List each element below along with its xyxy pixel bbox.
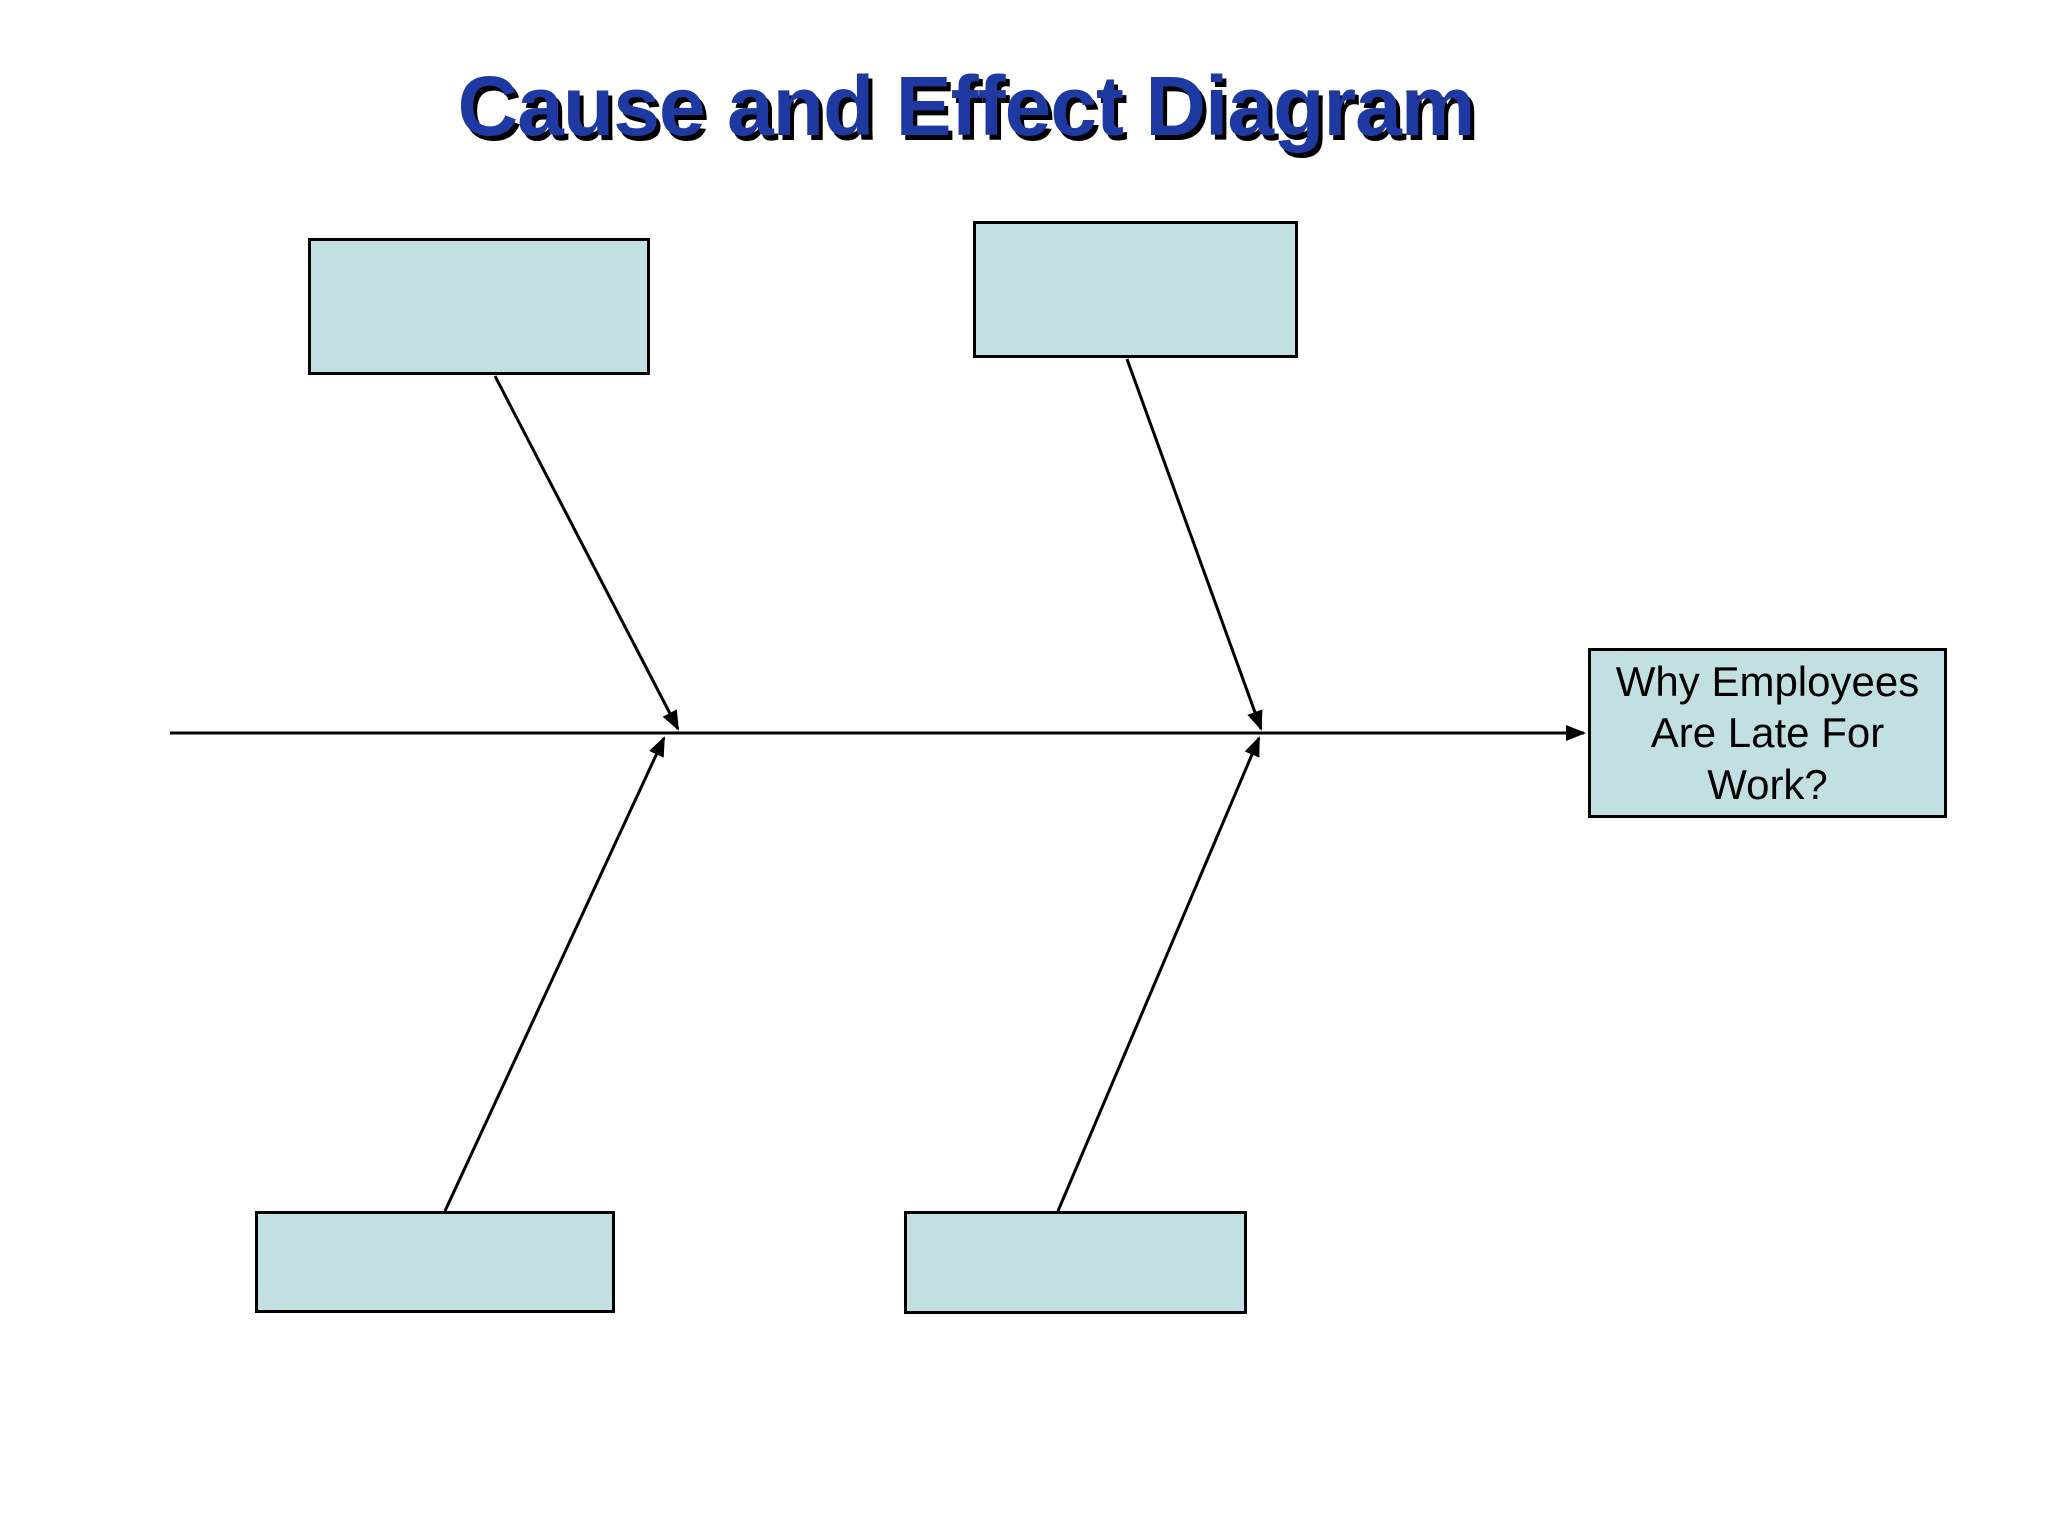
branch-bottom-left-line [443,736,666,1212]
branch-bottom-right-line [1056,736,1261,1212]
branch-top-left-line [493,375,680,731]
effect-box[interactable]: Why Employees Are Late For Work? [1588,648,1947,818]
cause-box-bottom-left[interactable] [255,1211,615,1313]
cause-box-top-right[interactable] [973,221,1298,358]
branch-top-right-line [1125,358,1263,731]
page-title: Cause and Effect Diagram [457,59,1476,153]
cause-box-top-left[interactable] [308,238,650,375]
effect-box-label: Why Employees Are Late For Work? [1615,658,1920,808]
cause-box-bottom-right[interactable] [904,1211,1247,1314]
